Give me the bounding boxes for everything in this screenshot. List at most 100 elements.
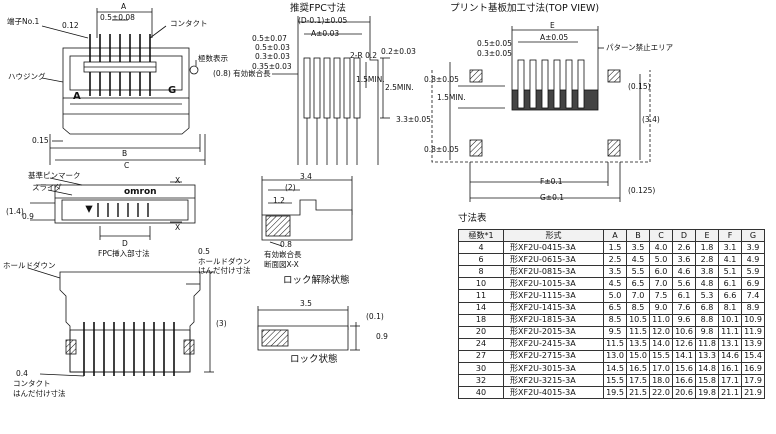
table-cell: 形XF2U-1015-3A <box>503 277 604 291</box>
table-cell: 20.6 <box>672 386 696 400</box>
hold-down-solder-label: ホールドダウン <box>198 257 251 266</box>
top-view-drawing <box>30 177 196 240</box>
fpc-dim-05-003: 0.5±0.03 <box>255 43 290 52</box>
table-cell: 形XF2U-0415-3A <box>503 241 604 255</box>
table-cell: 40 <box>458 386 504 400</box>
pcb-dim-15min: 1.5MIN. <box>437 93 466 102</box>
pcb-dim-f: F±0.1 <box>540 177 563 186</box>
x-mark-top: X <box>175 176 181 185</box>
table-cell: 4.9 <box>741 253 765 267</box>
top-dim-09: 0.9 <box>22 212 34 221</box>
front-dim-a: A <box>121 2 127 11</box>
hold-down-label: ホールドダウン <box>3 261 56 270</box>
table-cell: 17.0 <box>649 362 673 376</box>
table-cell: 6.5 <box>626 277 650 291</box>
fpc-dim-02-003: 0.2±0.03 <box>381 47 416 56</box>
table-cell: 13.0 <box>603 349 627 364</box>
table-cell: 1.5 <box>603 241 627 255</box>
table-cell: 18 <box>458 313 504 327</box>
table-cell: 3.6 <box>672 253 696 267</box>
table-cell: 6 <box>458 253 504 267</box>
pole-count-label: 極数表示 <box>198 54 228 63</box>
table-cell: 7.4 <box>741 289 765 303</box>
table-header-row: 極数*1 形式 A B C D E F G <box>458 228 765 243</box>
fpc-dim-15min: 1.5MIN. <box>356 75 385 84</box>
header-b: B <box>626 228 650 243</box>
fpc-effective-len: (0.8) 有効嵌合長 <box>213 69 271 78</box>
bottom-view-drawing <box>27 267 214 377</box>
slider-label: スライダ <box>32 183 62 192</box>
header-c: C <box>649 228 673 243</box>
table-cell: 8.9 <box>741 301 765 315</box>
fpc-dim-035-003: 0.35±0.03 <box>252 62 292 71</box>
fpc-dim-05-007: 0.5±0.07 <box>252 34 287 43</box>
table-cell: 11 <box>458 289 504 303</box>
table-cell: 6.0 <box>649 265 673 279</box>
table-cell: 11.0 <box>649 313 673 327</box>
table-cell: 5.3 <box>695 289 719 303</box>
table-cell: 3.8 <box>695 265 719 279</box>
table-cell: 3.5 <box>626 241 650 255</box>
terminal-no1-label: 端子No.1 <box>7 17 40 26</box>
pcb-dim-a: A±0.05 <box>540 33 569 42</box>
table-cell: 形XF2U-3215-3A <box>503 374 604 388</box>
table-cell: 17.9 <box>741 374 765 388</box>
pcb-dim-05-005: 0.5±0.05 <box>477 39 512 48</box>
table-cell: 4.6 <box>672 265 696 279</box>
table-cell: 17.1 <box>718 374 742 388</box>
table-cell: 16.1 <box>718 362 742 376</box>
contact-solder-label: コンタクト <box>13 379 51 388</box>
table-cell: 5.1 <box>718 265 742 279</box>
table-cell: 32 <box>458 374 504 388</box>
table-cell: 4.5 <box>626 253 650 267</box>
table-cell: 16.5 <box>626 362 650 376</box>
front-dim-c: C <box>124 161 130 170</box>
table-cell: 22.0 <box>649 386 673 400</box>
table-cell: 6.1 <box>672 289 696 303</box>
table-cell: 8 <box>458 265 504 279</box>
table-cell: 14.1 <box>672 349 696 364</box>
pcb-title: プリント基板加工寸法(TOP VIEW) <box>450 3 600 14</box>
front-dim-b: B <box>122 149 128 158</box>
table-cell: 17.5 <box>626 374 650 388</box>
lockrel-dim-12: 1.2 <box>273 196 285 205</box>
lock-dim-09: 0.9 <box>376 332 388 341</box>
table-cell: 15.0 <box>626 349 650 364</box>
table-cell: 16.6 <box>672 374 696 388</box>
table-cell: 30 <box>458 362 504 376</box>
table-cell: 5.9 <box>741 265 765 279</box>
table-cell: 7.6 <box>672 301 696 315</box>
bottom-dim-3: (3) <box>216 319 227 328</box>
table-cell: 3.9 <box>741 241 765 255</box>
table-cell: 27 <box>458 349 504 364</box>
pcb-drawing <box>431 26 651 202</box>
table-cell: 10.5 <box>626 313 650 327</box>
pcb-dim-34: (3.4) <box>642 115 660 124</box>
table-cell: 13.1 <box>718 337 742 351</box>
table-cell: 21.5 <box>626 386 650 400</box>
pcb-dim-08-005b: 0.8±0.05 <box>424 145 459 154</box>
pattern-forbidden-label: パターン禁止エリア <box>606 43 674 52</box>
table-cell: 形XF2U-0615-3A <box>503 253 604 267</box>
table-cell: 15.5 <box>603 374 627 388</box>
dimension-table-title: 寸法表 <box>458 213 487 224</box>
table-cell: 6.6 <box>718 289 742 303</box>
table-cell: 21.1 <box>718 386 742 400</box>
table-cell: 24 <box>458 337 504 351</box>
table-cell: 18.0 <box>649 374 673 388</box>
table-cell: 11.8 <box>695 337 719 351</box>
top-dim-14: (1.4) <box>6 207 24 216</box>
lock-release-drawing <box>261 176 353 247</box>
table-cell: 4.0 <box>649 241 673 255</box>
